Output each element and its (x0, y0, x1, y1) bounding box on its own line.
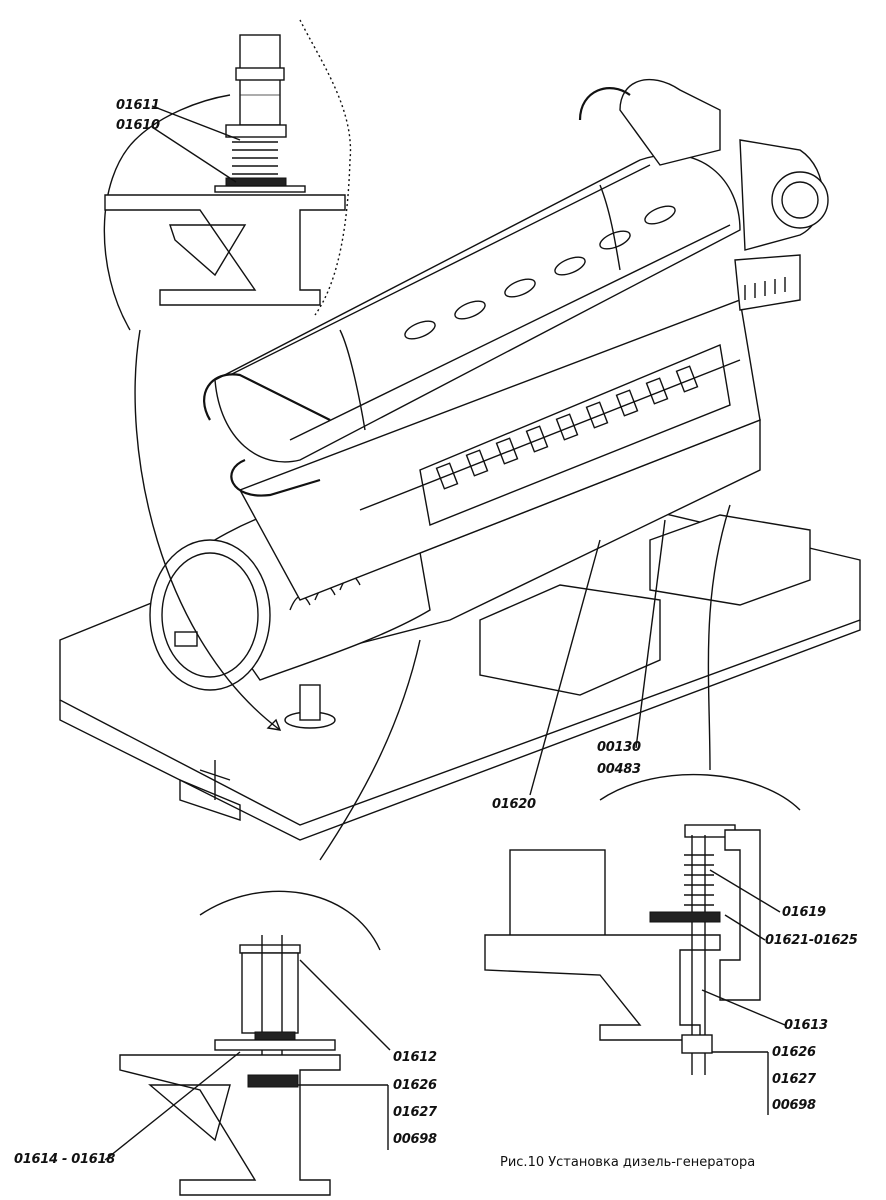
callout-01627-left: 01627 (393, 1105, 437, 1120)
cover-ovals (404, 205, 676, 340)
callout-01610: 01610 (116, 118, 160, 133)
callout-01621-01625: 01621-01625 (765, 933, 858, 948)
callout-01613: 01613 (784, 1018, 828, 1033)
engine-window-row (435, 365, 699, 490)
callout-01619: 01619 (782, 905, 826, 920)
callout-00698-right: 00698 (772, 1098, 816, 1113)
callout-00130: 00130 (597, 740, 641, 755)
callout-01626-left: 01626 (393, 1078, 437, 1093)
figure-caption: Рис.10 Установка дизель-генератора (500, 1155, 756, 1170)
left-detail-leader-arc (319, 639, 421, 861)
callout-01614-01618: 01614 - 01618 (14, 1152, 116, 1167)
callout-00698-left: 00698 (393, 1132, 437, 1147)
callout-01627-right: 01627 (772, 1072, 816, 1087)
callout-01620: 01620 (492, 797, 536, 812)
right-detail-leader-arc (707, 504, 731, 771)
top-detail-leader-arc (134, 329, 281, 731)
callout-00483: 00483 (597, 762, 641, 777)
main-view (59, 79, 861, 841)
callout-01626-right: 01626 (772, 1045, 816, 1060)
callout-01611: 01611 (116, 98, 160, 113)
right-detail-view (484, 773, 801, 1115)
callout-01612: 01612 (393, 1050, 437, 1065)
left-detail-view (104, 890, 391, 1196)
top-detail-view (103, 19, 352, 331)
